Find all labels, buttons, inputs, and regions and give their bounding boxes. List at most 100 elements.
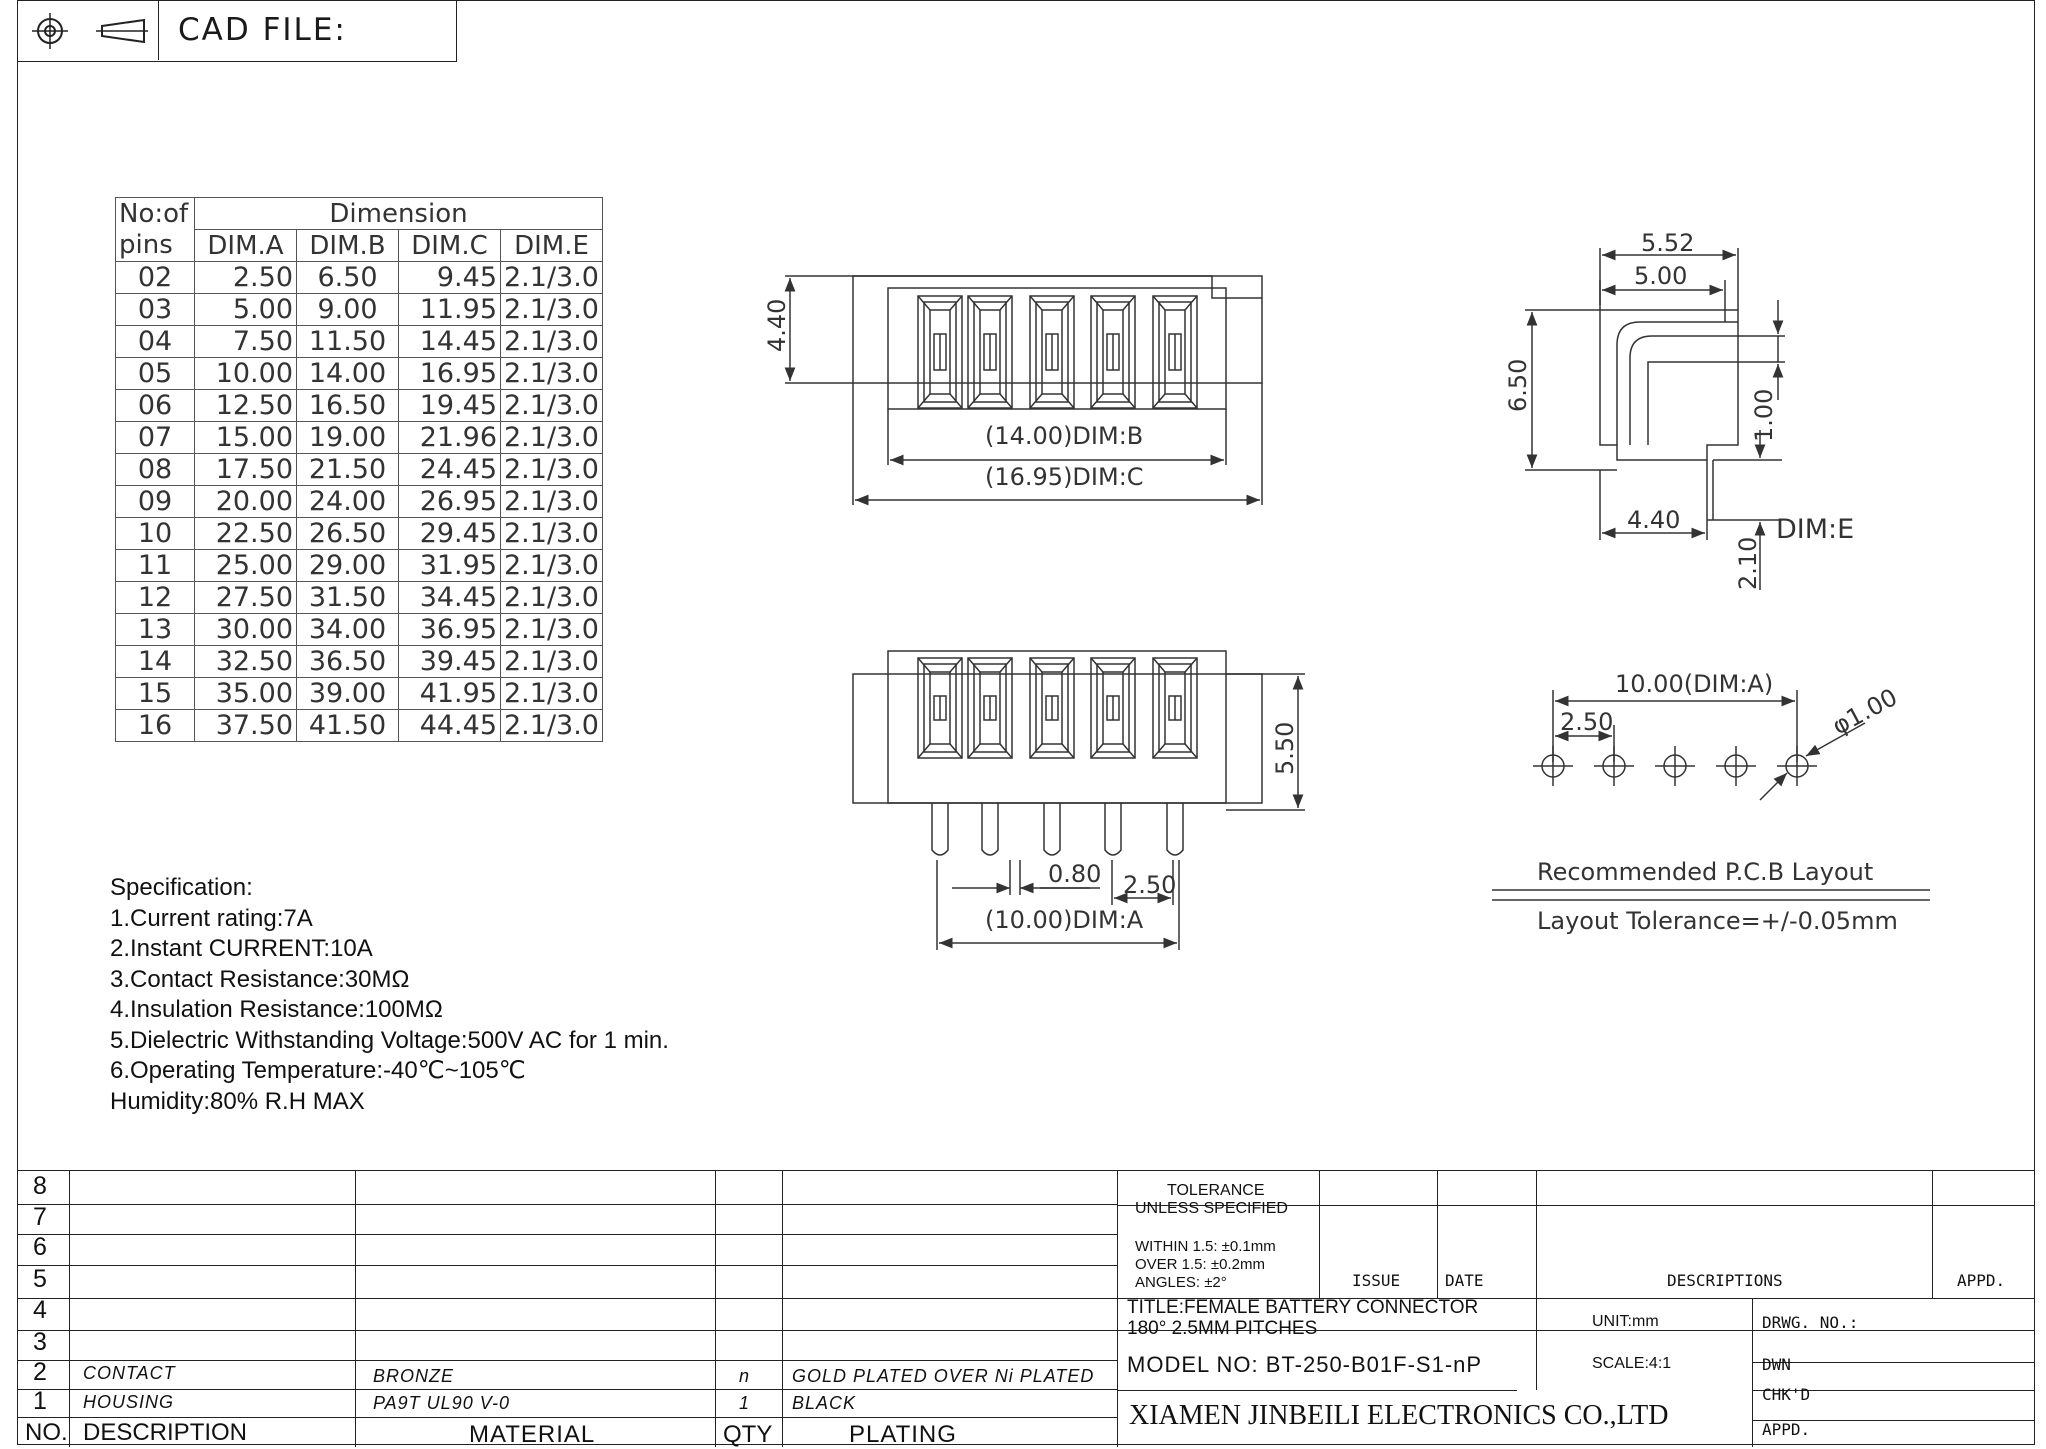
side-pin-label: 2.10 [1734, 537, 1762, 590]
spec-line: Humidity:80% R.H MAX [110, 1087, 365, 1115]
side-base-label: 4.40 [1627, 506, 1680, 534]
dimension-cell: 9.00 [296, 293, 399, 326]
dimension-cell: 2.1/3.0 [500, 677, 603, 710]
dimension-cell: 2.1/3.0 [500, 453, 603, 486]
dwn-label: DWN [1762, 1355, 1791, 1374]
dimension-cell: 20.00 [194, 485, 297, 518]
contact-pin [1043, 803, 1061, 856]
dimension-cell: 15 [115, 677, 195, 710]
contact-slot [1090, 657, 1136, 759]
dimension-cell: 34.00 [296, 613, 399, 646]
dimension-cell: 12 [115, 581, 195, 614]
dimension-cell: 06 [115, 389, 195, 422]
row-number: 5 [33, 1265, 47, 1293]
date-header: DATE [1445, 1271, 1484, 1290]
appd-header: APPD. [1957, 1271, 2006, 1290]
dim-c-label: (16.95)DIM:C [985, 463, 1144, 491]
bottom-view: 5.50 0.80 2.50 (10.00)DIM:A [852, 650, 1305, 950]
projection-symbol [18, 0, 159, 60]
appd-label: APPD. [1762, 1420, 1811, 1439]
chkd-label: CHK'D [1762, 1385, 1811, 1404]
dimension-cell: 2.1/3.0 [500, 581, 603, 614]
side-step-label: 1.00 [1750, 389, 1778, 442]
dimension-cell: 2.1/3.0 [500, 325, 603, 358]
pcb-tolerance: Layout Tolerance=+/-0.05mm [1537, 907, 1898, 935]
contact-slot [1152, 657, 1198, 759]
dimension-cell: 31.50 [296, 581, 399, 614]
dimension-cell: 16.95 [398, 357, 501, 390]
col-dim-e: DIM.E [500, 229, 603, 262]
front-height-label: 4.40 [763, 299, 791, 352]
footer-plating: PLATING [849, 1421, 957, 1448]
pcb-hole-label: φ1.00 [1828, 683, 1902, 740]
model-number: MODEL NO: BT-250-B01F-S1-nP [1127, 1352, 1483, 1377]
dimension-cell: 29.45 [398, 517, 501, 550]
bottom-slots [917, 657, 1198, 759]
dimension-cell: 19.45 [398, 389, 501, 422]
row-number: 3 [33, 1328, 47, 1356]
dimension-cell: 2.1/3.0 [500, 549, 603, 582]
dimension-cell: 2.1/3.0 [500, 261, 603, 294]
bom-qty: n [739, 1366, 751, 1386]
footer-no: NO. [25, 1419, 68, 1446]
spec-line: 1.Current rating:7A [110, 904, 313, 932]
spec-line: 5.Dielectric Withstanding Voltage:500V A… [110, 1026, 669, 1054]
company-name: XIAMEN JINBEILI ELECTRONICS CO.,LTD [1129, 1400, 1669, 1431]
dimension-cell: 22.50 [194, 517, 297, 550]
contact-slot [1090, 295, 1136, 409]
dimension-cell: 2.1/3.0 [500, 389, 603, 422]
dimension-cell: 44.45 [398, 709, 501, 742]
dimension-cell: 25.00 [194, 549, 297, 582]
dimension-cell: 03 [115, 293, 195, 326]
dimension-cell: 26.50 [296, 517, 399, 550]
dimension-cell: 36.50 [296, 645, 399, 678]
spec-title: Specification: [110, 874, 253, 901]
dimension-header: Dimension [194, 197, 603, 230]
unit-label: UNIT:mm [1592, 1313, 1659, 1330]
dimension-table: No:of pins Dimension DIM.A DIM.B DIM.C D… [115, 197, 603, 742]
dimension-cell: 2.50 [194, 261, 297, 294]
side-height-label: 6.50 [1504, 359, 1532, 412]
side-dim-e-label: DIM:E [1776, 514, 1854, 545]
dimension-cell: 24.45 [398, 453, 501, 486]
row-number: 4 [33, 1296, 47, 1324]
contact-slot [967, 295, 1013, 409]
row-number: 1 [33, 1387, 47, 1415]
dimension-cell: 16.50 [296, 389, 399, 422]
tolerance-title: TOLERANCE [1167, 1182, 1265, 1199]
issue-header: ISSUE [1352, 1271, 1401, 1290]
spec-line: 2.Instant CURRENT:10A [110, 935, 373, 962]
tolerance-within: WITHIN 1.5: ±0.1mm [1135, 1238, 1276, 1255]
contact-slot [967, 657, 1013, 759]
pin-pitch-label: 2.50 [1123, 871, 1176, 899]
dimension-cell: 37.50 [194, 709, 297, 742]
pcb-pitch-label: 2.50 [1560, 708, 1613, 736]
footer-description: DESCRIPTION [83, 1419, 248, 1446]
third-angle-projection-icon [32, 13, 148, 49]
row-number: 6 [33, 1233, 47, 1261]
bom-material: PA9T UL90 V-0 [373, 1393, 511, 1413]
footer-material: MATERIAL [469, 1421, 596, 1448]
scale-label: SCALE:4:1 [1592, 1355, 1672, 1372]
row-number: 8 [33, 1172, 47, 1200]
dimension-cell: 2.1/3.0 [500, 645, 603, 678]
contact-slot [917, 295, 963, 409]
dimension-cell: 36.95 [398, 613, 501, 646]
side-width-inner-label: 5.00 [1634, 262, 1687, 290]
drwg-no-label: DRWG. NO.: [1762, 1313, 1859, 1332]
front-slots [917, 295, 1198, 409]
dimension-cell: 2.1/3.0 [500, 709, 603, 742]
pins-header: No:of pins [115, 197, 195, 262]
bom-plating: BLACK [792, 1393, 857, 1413]
dim-b-label: (14.00)DIM:B [985, 422, 1143, 450]
contact-pin [981, 803, 999, 856]
dimension-cell: 32.50 [194, 645, 297, 678]
dimension-cell: 2.1/3.0 [500, 293, 603, 326]
